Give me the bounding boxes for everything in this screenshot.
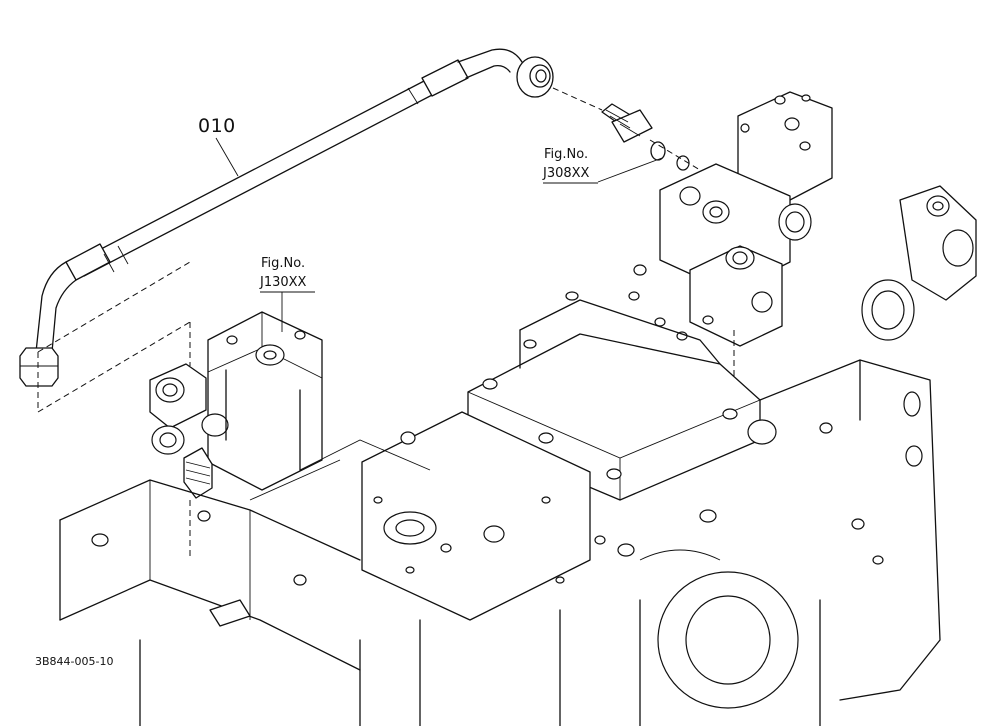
transmission-case <box>59 291 941 726</box>
o-ring <box>650 141 666 161</box>
adapter-fitting <box>601 103 653 143</box>
left-valve-block <box>149 311 323 499</box>
ref1-leader-line <box>597 157 663 183</box>
drawing-id-label: 3B844-005-10 <box>35 655 114 668</box>
right-valve-assembly <box>628 91 833 347</box>
side-bracket <box>861 185 977 341</box>
upper-hose-nut <box>516 56 554 98</box>
fig-ref-code-2: J130XX <box>260 275 307 290</box>
hydraulic-hose <box>19 48 554 387</box>
fig-ref-label-2: Fig.No. <box>261 256 306 271</box>
fig-ref-label-1: Fig.No. <box>544 147 589 162</box>
fig-ref-code-1: J308XX <box>543 166 590 181</box>
part-leader-line <box>215 137 239 177</box>
lower-hose-nut <box>19 347 59 387</box>
part-number-label: 010 <box>198 115 236 137</box>
